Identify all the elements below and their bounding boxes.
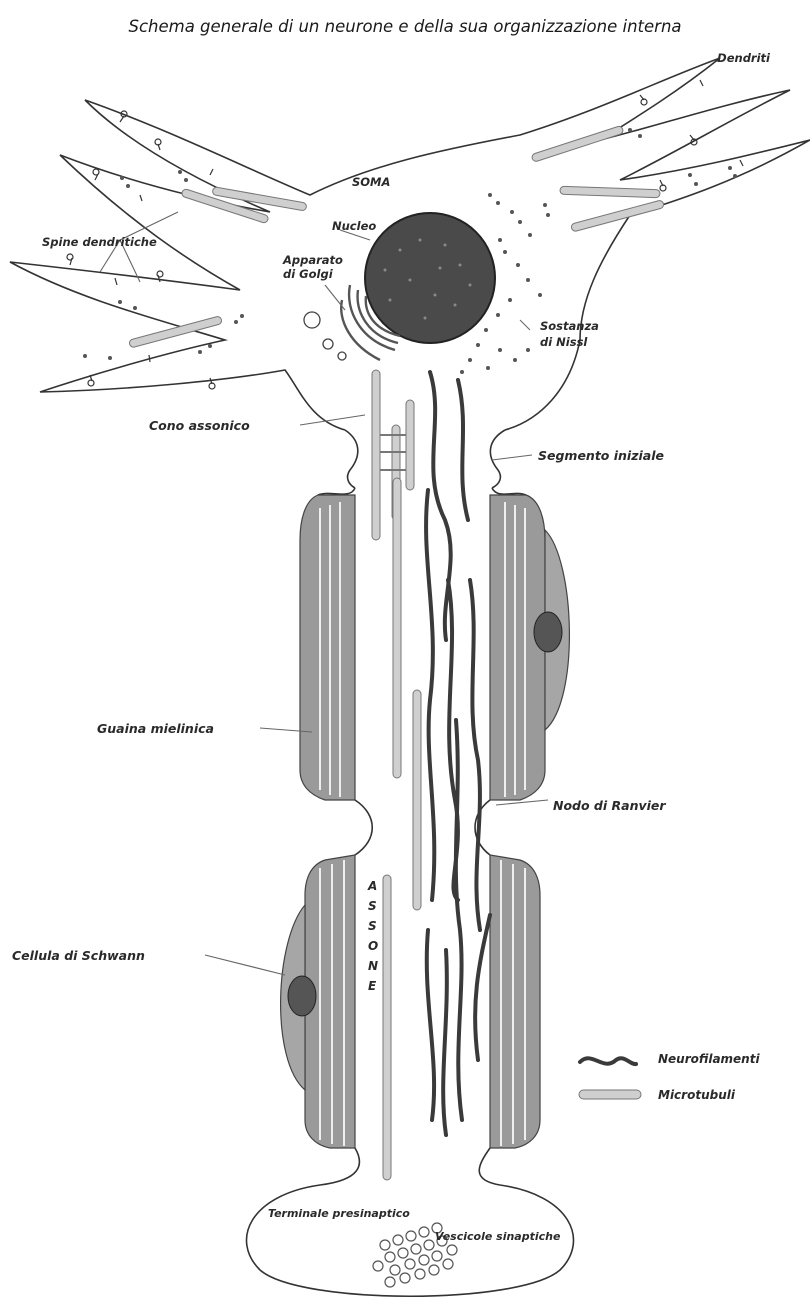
golgi-vesicle bbox=[338, 352, 346, 360]
label-nucleo: Nucleo bbox=[332, 219, 376, 233]
legend: Neurofilamenti Microtubuli bbox=[579, 1052, 760, 1102]
nucleus bbox=[365, 213, 495, 343]
label-cono-assonico: Cono assonico bbox=[149, 418, 250, 433]
assone-letter: E bbox=[368, 979, 377, 993]
presynaptic-terminal-outline bbox=[247, 1148, 574, 1296]
legend-microtubule-swatch bbox=[579, 1090, 641, 1099]
legend-microtubuli-label: Microtubuli bbox=[658, 1088, 736, 1102]
label-spine-dendritiche: Spine dendritiche bbox=[42, 235, 157, 249]
label-guaina-mielinica: Guaina mielinica bbox=[97, 721, 214, 736]
myelin-sheath-segment-2 bbox=[305, 855, 540, 1148]
assone-letter: A bbox=[367, 879, 377, 893]
label-sostanza-nissl-2: di Nissl bbox=[540, 335, 588, 349]
myelin-sheath-segment-1 bbox=[300, 495, 545, 800]
label-vescicole-sinaptiche: Vescicole sinaptiche bbox=[435, 1230, 561, 1243]
node-of-ranvier-left bbox=[355, 800, 372, 855]
axon-hillock-left bbox=[345, 430, 358, 488]
assone-letter: O bbox=[368, 939, 378, 953]
axon-outline-right-initial bbox=[492, 488, 526, 495]
label-apparato-golgi-2: di Golgi bbox=[283, 267, 334, 281]
label-segmento-iniziale: Segmento iniziale bbox=[538, 448, 664, 463]
label-nodo-ranvier: Nodo di Ranvier bbox=[553, 798, 666, 813]
golgi-vesicle bbox=[304, 312, 320, 328]
label-dendriti: Dendriti bbox=[717, 51, 771, 65]
assone-letter: S bbox=[368, 919, 377, 933]
assone-letter: S bbox=[368, 899, 377, 913]
label-terminale-presinaptico: Terminale presinaptico bbox=[268, 1207, 410, 1220]
assone-letter: N bbox=[368, 959, 378, 973]
label-sostanza-nissl-1: Sostanza bbox=[540, 319, 599, 333]
axon-outline-left-initial bbox=[318, 488, 355, 495]
axon-microtubules bbox=[372, 370, 421, 1180]
label-apparato-golgi-1: Apparato bbox=[282, 253, 343, 267]
diagram-title: Schema generale di un neurone e della su… bbox=[128, 17, 681, 36]
axon-neurofilaments bbox=[426, 372, 490, 1135]
label-soma: SOMA bbox=[352, 175, 390, 189]
legend-neurofilamenti-label: Neurofilamenti bbox=[658, 1052, 760, 1066]
label-assone: A S S O N E bbox=[367, 879, 378, 993]
legend-neurofilament-swatch bbox=[580, 1058, 636, 1064]
golgi-vesicle bbox=[323, 339, 333, 349]
label-cellula-schwann: Cellula di Schwann bbox=[12, 948, 145, 963]
